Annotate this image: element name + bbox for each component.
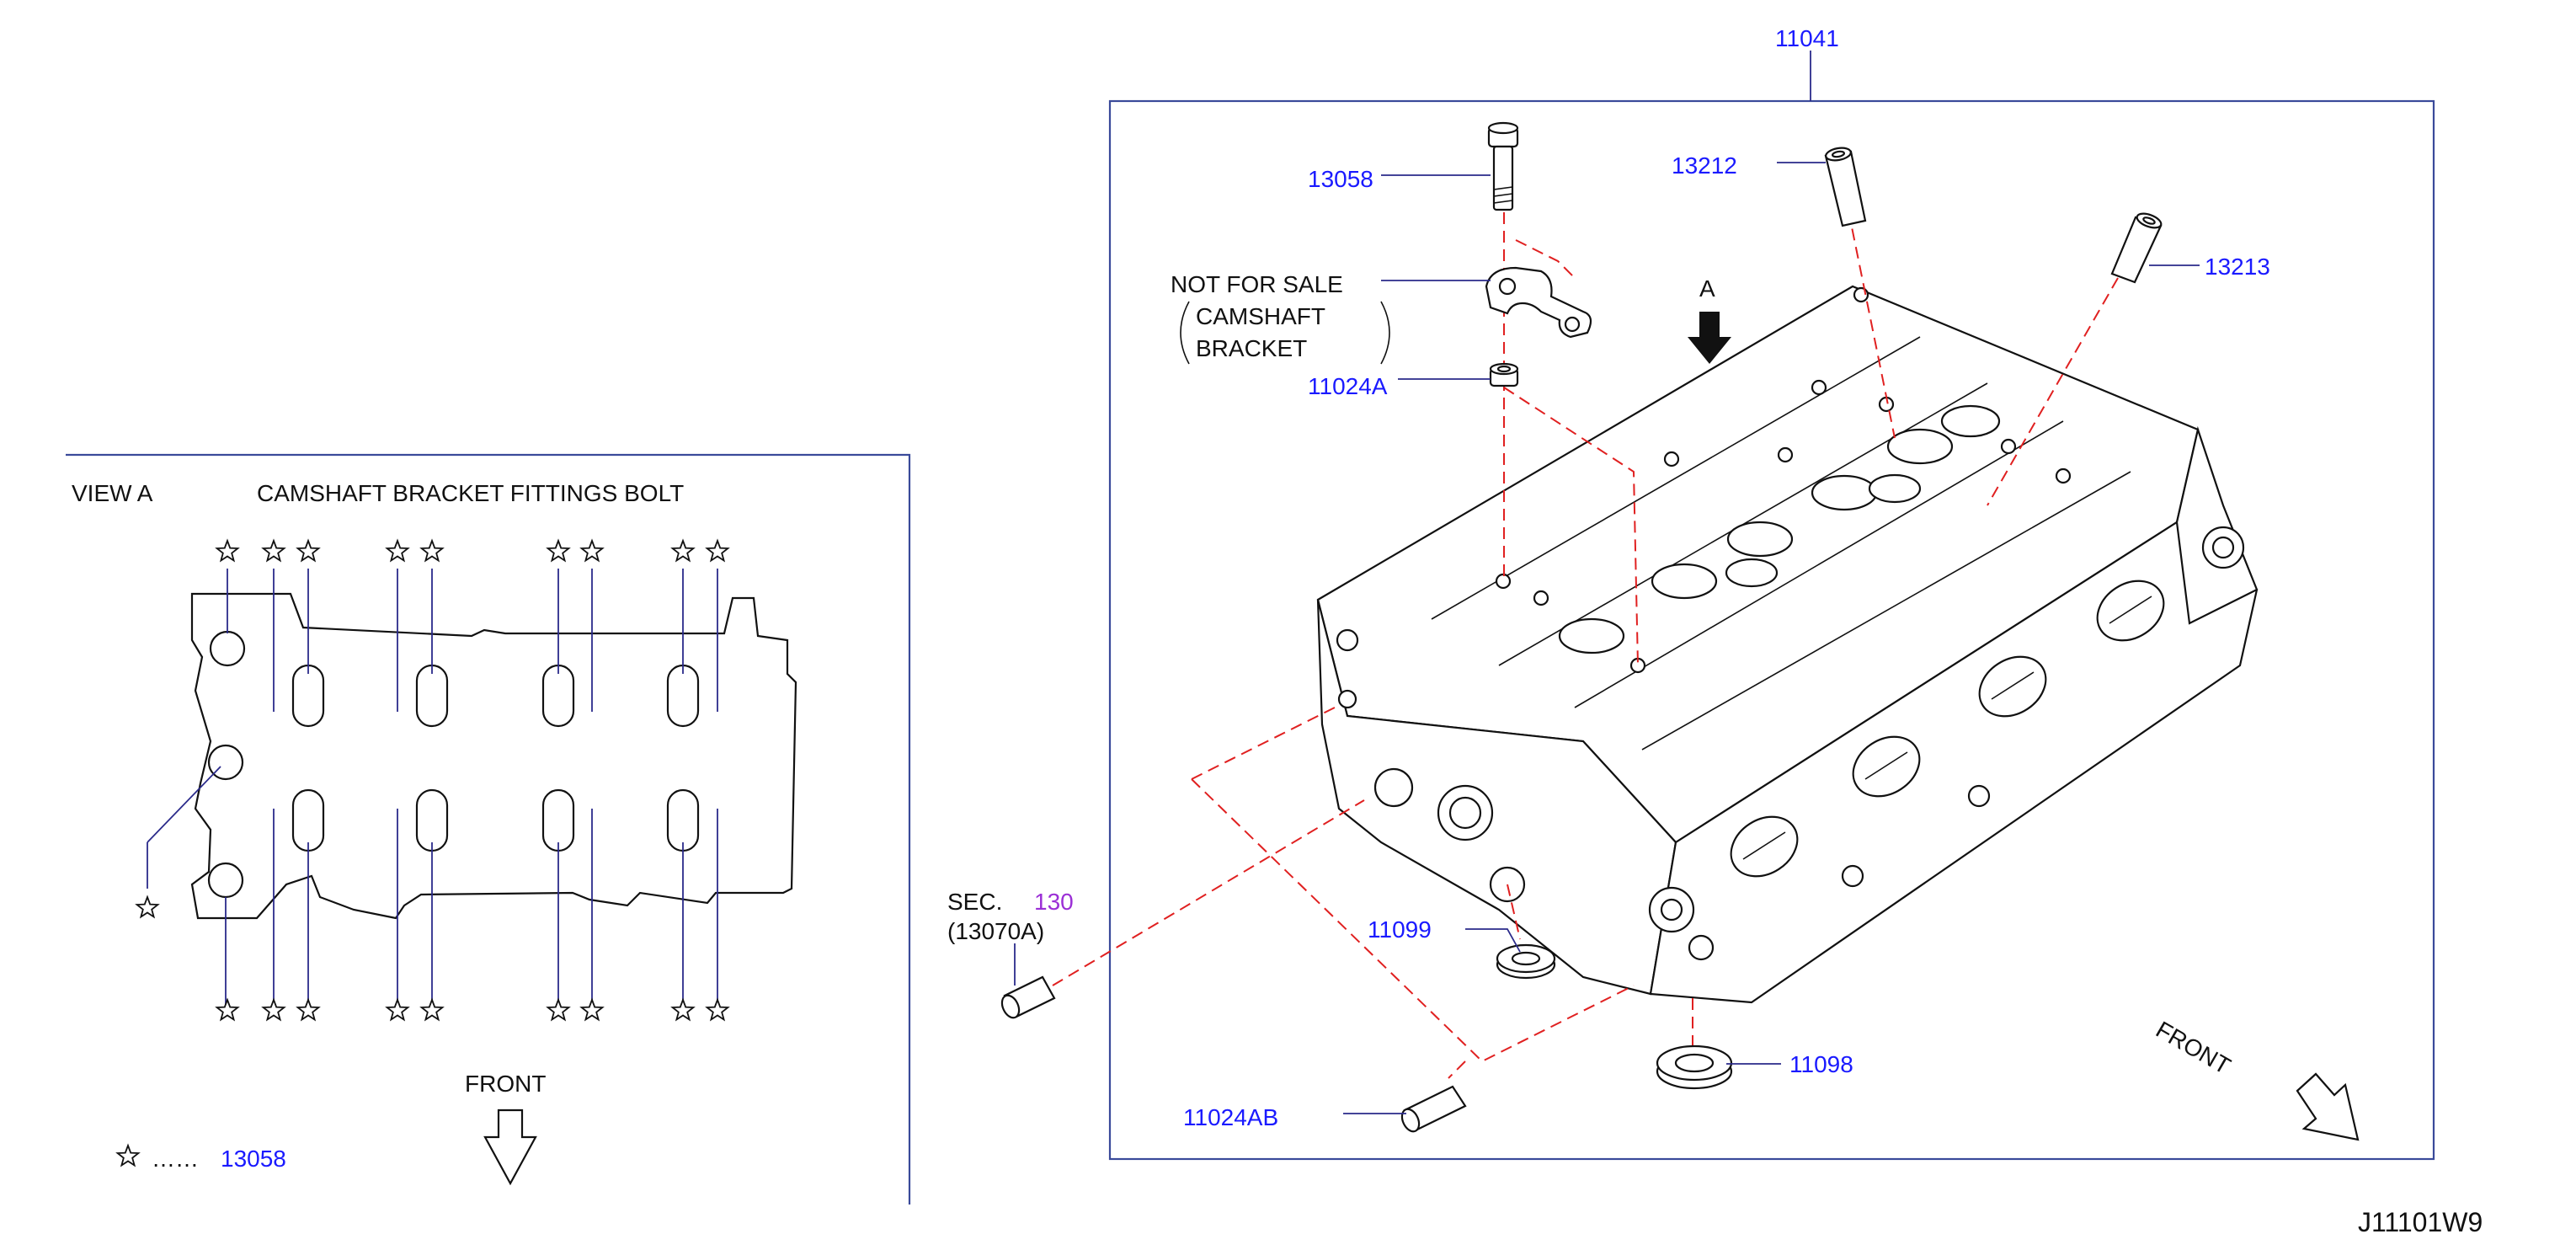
not-for-sale-label: NOT FOR SALE — [1171, 271, 1343, 297]
head-rear-flange — [2175, 425, 2259, 625]
star-mark-icon — [419, 538, 445, 563]
right-paren — [1380, 301, 1390, 365]
legend-part-number: 13058 — [221, 1146, 286, 1172]
star-mark-icon — [296, 538, 321, 563]
part-number-13213: 13213 — [2205, 254, 2270, 280]
leaders-top — [227, 569, 718, 712]
valve-ports — [1558, 404, 2001, 654]
seal-11098 — [1656, 1044, 1733, 1090]
bracket-label: BRACKET — [1196, 335, 1307, 361]
legend-dots: …… — [152, 1146, 199, 1172]
part-number-11024A: 11024A — [1308, 373, 1388, 399]
dowel-11024AB — [1400, 1085, 1467, 1133]
star-mark-icon — [546, 997, 571, 1022]
star-mark-side — [135, 895, 160, 919]
view-a-frame — [66, 453, 911, 1205]
camshaft-bracket — [1485, 266, 1592, 339]
seal-11099 — [1496, 943, 1556, 980]
star-mark-icon — [261, 538, 286, 563]
star-mark-icon — [579, 538, 605, 563]
dowel-sec-130 — [1000, 975, 1056, 1019]
section-reference: (13070A) — [947, 918, 1044, 944]
star-mark-icon — [419, 997, 445, 1022]
star-mark-icon — [385, 997, 410, 1022]
view-a-panel: VIEW A CAMSHAFT BRACKET FITTINGS BOLT — [66, 453, 911, 1205]
star-mark-icon — [546, 538, 571, 563]
part-number-11024AB: 11024AB — [1183, 1104, 1278, 1130]
deck-bolt-holes — [1495, 286, 2072, 674]
legend-star-icon — [115, 1143, 141, 1167]
bolt-bosses-lower — [291, 788, 700, 852]
view-a-subtitle: CAMSHAFT BRACKET FITTINGS BOLT — [257, 480, 684, 506]
star-mark-icon — [579, 997, 605, 1022]
intake-ports — [1730, 580, 2165, 878]
left-paren — [1180, 301, 1190, 365]
dowel-11024A — [1489, 362, 1519, 387]
part-number-13058: 13058 — [1308, 166, 1373, 192]
view-a-front-arrow — [483, 1108, 537, 1186]
valve-guide-13213 — [2110, 212, 2163, 284]
star-mark-icon — [670, 538, 696, 563]
star-mark-icon — [705, 538, 730, 563]
part-number-11041: 11041 — [1775, 25, 1839, 51]
section-label: SEC. — [947, 889, 1002, 915]
side-hole-lower — [207, 862, 244, 899]
star-mark-icon — [705, 997, 730, 1022]
star-mark-icon — [115, 1143, 141, 1167]
diagram-code: J11101W9 — [2358, 1207, 2483, 1237]
leaders-bottom — [147, 766, 718, 1007]
star-mark-icon — [670, 997, 696, 1022]
part-number-11098: 11098 — [1789, 1051, 1853, 1077]
assembly-dashed-lines — [1052, 194, 2119, 1079]
view-a-front-label: FRONT — [465, 1071, 546, 1097]
part-number-13212: 13212 — [1672, 152, 1737, 179]
main-panel: 11041 — [947, 25, 2435, 1161]
front-bosses — [1336, 526, 2245, 961]
view-a-title: VIEW A — [72, 480, 153, 506]
star-mark-icon — [296, 997, 321, 1022]
assembly-frame — [1108, 99, 2435, 1161]
head-top-outline — [190, 592, 797, 920]
star-mark-icon — [215, 538, 240, 563]
side-hole-upper — [209, 630, 246, 667]
valve-guide-13212 — [1824, 147, 1867, 227]
star-marks-top — [215, 538, 730, 563]
bolt-bosses-upper — [291, 664, 700, 728]
star-mark-icon — [135, 895, 160, 919]
cylinder-head — [1316, 285, 2259, 1004]
star-mark-icon — [261, 997, 286, 1022]
star-mark-icon — [385, 538, 410, 563]
star-marks-bottom — [215, 997, 730, 1022]
section-number[interactable]: 130 — [1034, 889, 1074, 915]
view-a-arrow-icon — [1688, 312, 1731, 364]
star-mark-icon — [215, 997, 240, 1022]
head-side-wall — [1316, 599, 1677, 996]
view-a-arrow-label: A — [1699, 275, 1715, 302]
bolt-13058 — [1487, 121, 1519, 211]
camshaft-label: CAMSHAFT — [1196, 303, 1325, 329]
front-arrow-icon — [2296, 1072, 2360, 1141]
part-number-11099: 11099 — [1368, 916, 1432, 943]
front-label: FRONT — [2152, 1016, 2235, 1079]
